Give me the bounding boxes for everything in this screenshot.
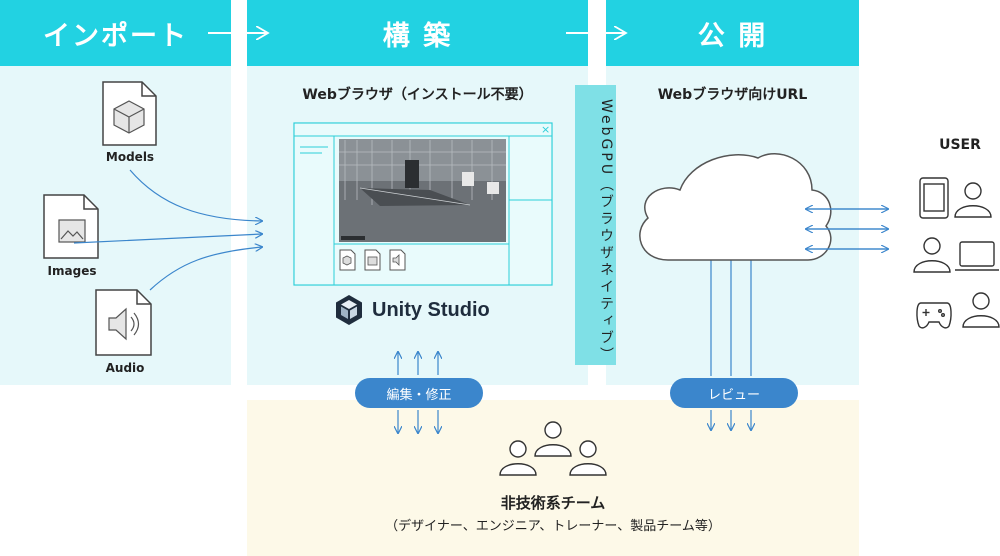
person-icon-1 bbox=[954, 182, 992, 218]
team-title: 非技術系チーム bbox=[500, 494, 606, 512]
models-label: Models bbox=[105, 150, 155, 164]
audio-label: Audio bbox=[105, 361, 145, 375]
tablet-icon bbox=[919, 177, 949, 219]
header-build: 構 築 bbox=[247, 0, 588, 66]
webgpu-band: WebGPU（ブラウザネイティブ） bbox=[575, 85, 616, 365]
build-subtitle: Webブラウザ（インストール不要） bbox=[302, 87, 533, 103]
header-import: インポート bbox=[0, 0, 231, 66]
user-title: USER bbox=[939, 137, 981, 153]
team-subtitle: （デザイナー、エンジニア、トレーナー、製品チーム等） bbox=[385, 519, 721, 534]
unity-brand-text: Unity Studio bbox=[372, 298, 490, 321]
images-label: Images bbox=[47, 264, 97, 278]
publish-subtitle: Webブラウザ向けURL bbox=[657, 87, 808, 103]
unity-logo-icon bbox=[336, 295, 362, 325]
review-pill: レビュー bbox=[670, 378, 798, 408]
unity-brand: Unity Studio bbox=[334, 293, 490, 327]
edit-pill: 編集・修正 bbox=[355, 378, 483, 408]
laptop-icon bbox=[955, 241, 999, 271]
person-icon-2 bbox=[913, 237, 951, 273]
gamepad-icon bbox=[916, 302, 952, 329]
person-icon-3 bbox=[962, 292, 1000, 328]
header-publish: 公 開 bbox=[606, 0, 859, 66]
